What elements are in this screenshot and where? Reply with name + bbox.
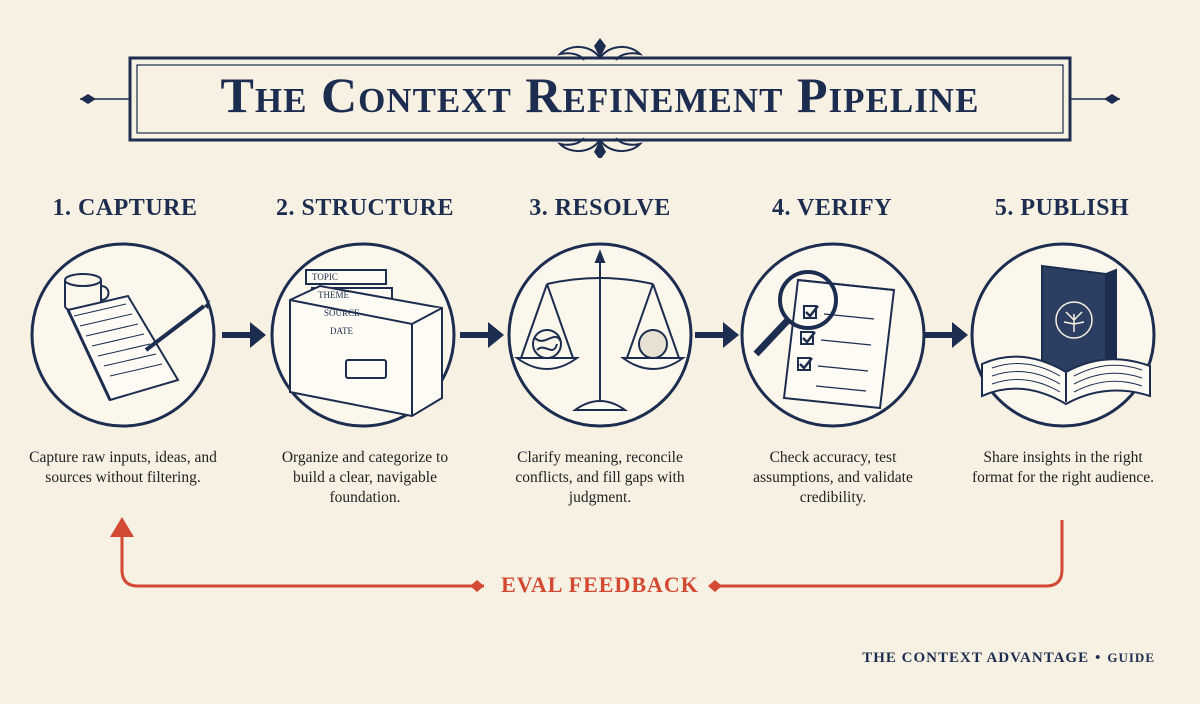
step-1-description: Capture raw inputs, ideas, and sources w… bbox=[29, 449, 217, 486]
step-4-description: Check accuracy, test assumptions, and va… bbox=[753, 449, 913, 506]
step-2-description: Organize and categorize to build a clear… bbox=[281, 449, 449, 506]
tab-label: TOPIC bbox=[312, 272, 338, 282]
step-1-title: 1. CAPTURE bbox=[52, 195, 198, 221]
title-frame bbox=[80, 38, 1120, 158]
arrow-right-icon bbox=[222, 322, 266, 348]
notebook-coffee-icon bbox=[30, 242, 216, 428]
arrow-right-icon bbox=[924, 322, 968, 348]
step-3-title: 3. RESOLVE bbox=[529, 195, 671, 221]
feedback-label: EVAL FEEDBACK bbox=[501, 572, 699, 597]
footer-suffix: GUIDE bbox=[1107, 650, 1155, 665]
feedback-loop-arrow bbox=[110, 517, 1064, 592]
footer-separator: • bbox=[1095, 650, 1102, 666]
footer-credit: THE CONTEXT ADVANTAGE • GUIDE bbox=[862, 650, 1155, 667]
file-drawer-icon: TOPIC THEME SOURCE DATE bbox=[270, 242, 456, 428]
tab-label: DATE bbox=[330, 326, 353, 336]
balance-scale-icon bbox=[507, 242, 693, 428]
step-2-title: 2. STRUCTURE bbox=[275, 195, 455, 221]
page-title: The Context Refinement Pipeline bbox=[220, 67, 980, 123]
arrow-right-icon bbox=[695, 322, 739, 348]
tab-label: THEME bbox=[318, 290, 349, 300]
footer-brand: THE CONTEXT ADVANTAGE bbox=[862, 650, 1090, 666]
step-4-title: 4. VERIFY bbox=[771, 195, 893, 221]
tab-label: SOURCE bbox=[324, 308, 360, 318]
step-5-description: Share insights in the right format for t… bbox=[971, 449, 1155, 486]
arrow-right-icon bbox=[460, 322, 504, 348]
magnifier-checklist-icon bbox=[740, 242, 926, 428]
open-book-icon bbox=[970, 242, 1156, 428]
step-3-description: Clarify meaning, reconcile conflicts, an… bbox=[515, 449, 685, 506]
step-5-title: 5. PUBLISH bbox=[994, 195, 1130, 221]
